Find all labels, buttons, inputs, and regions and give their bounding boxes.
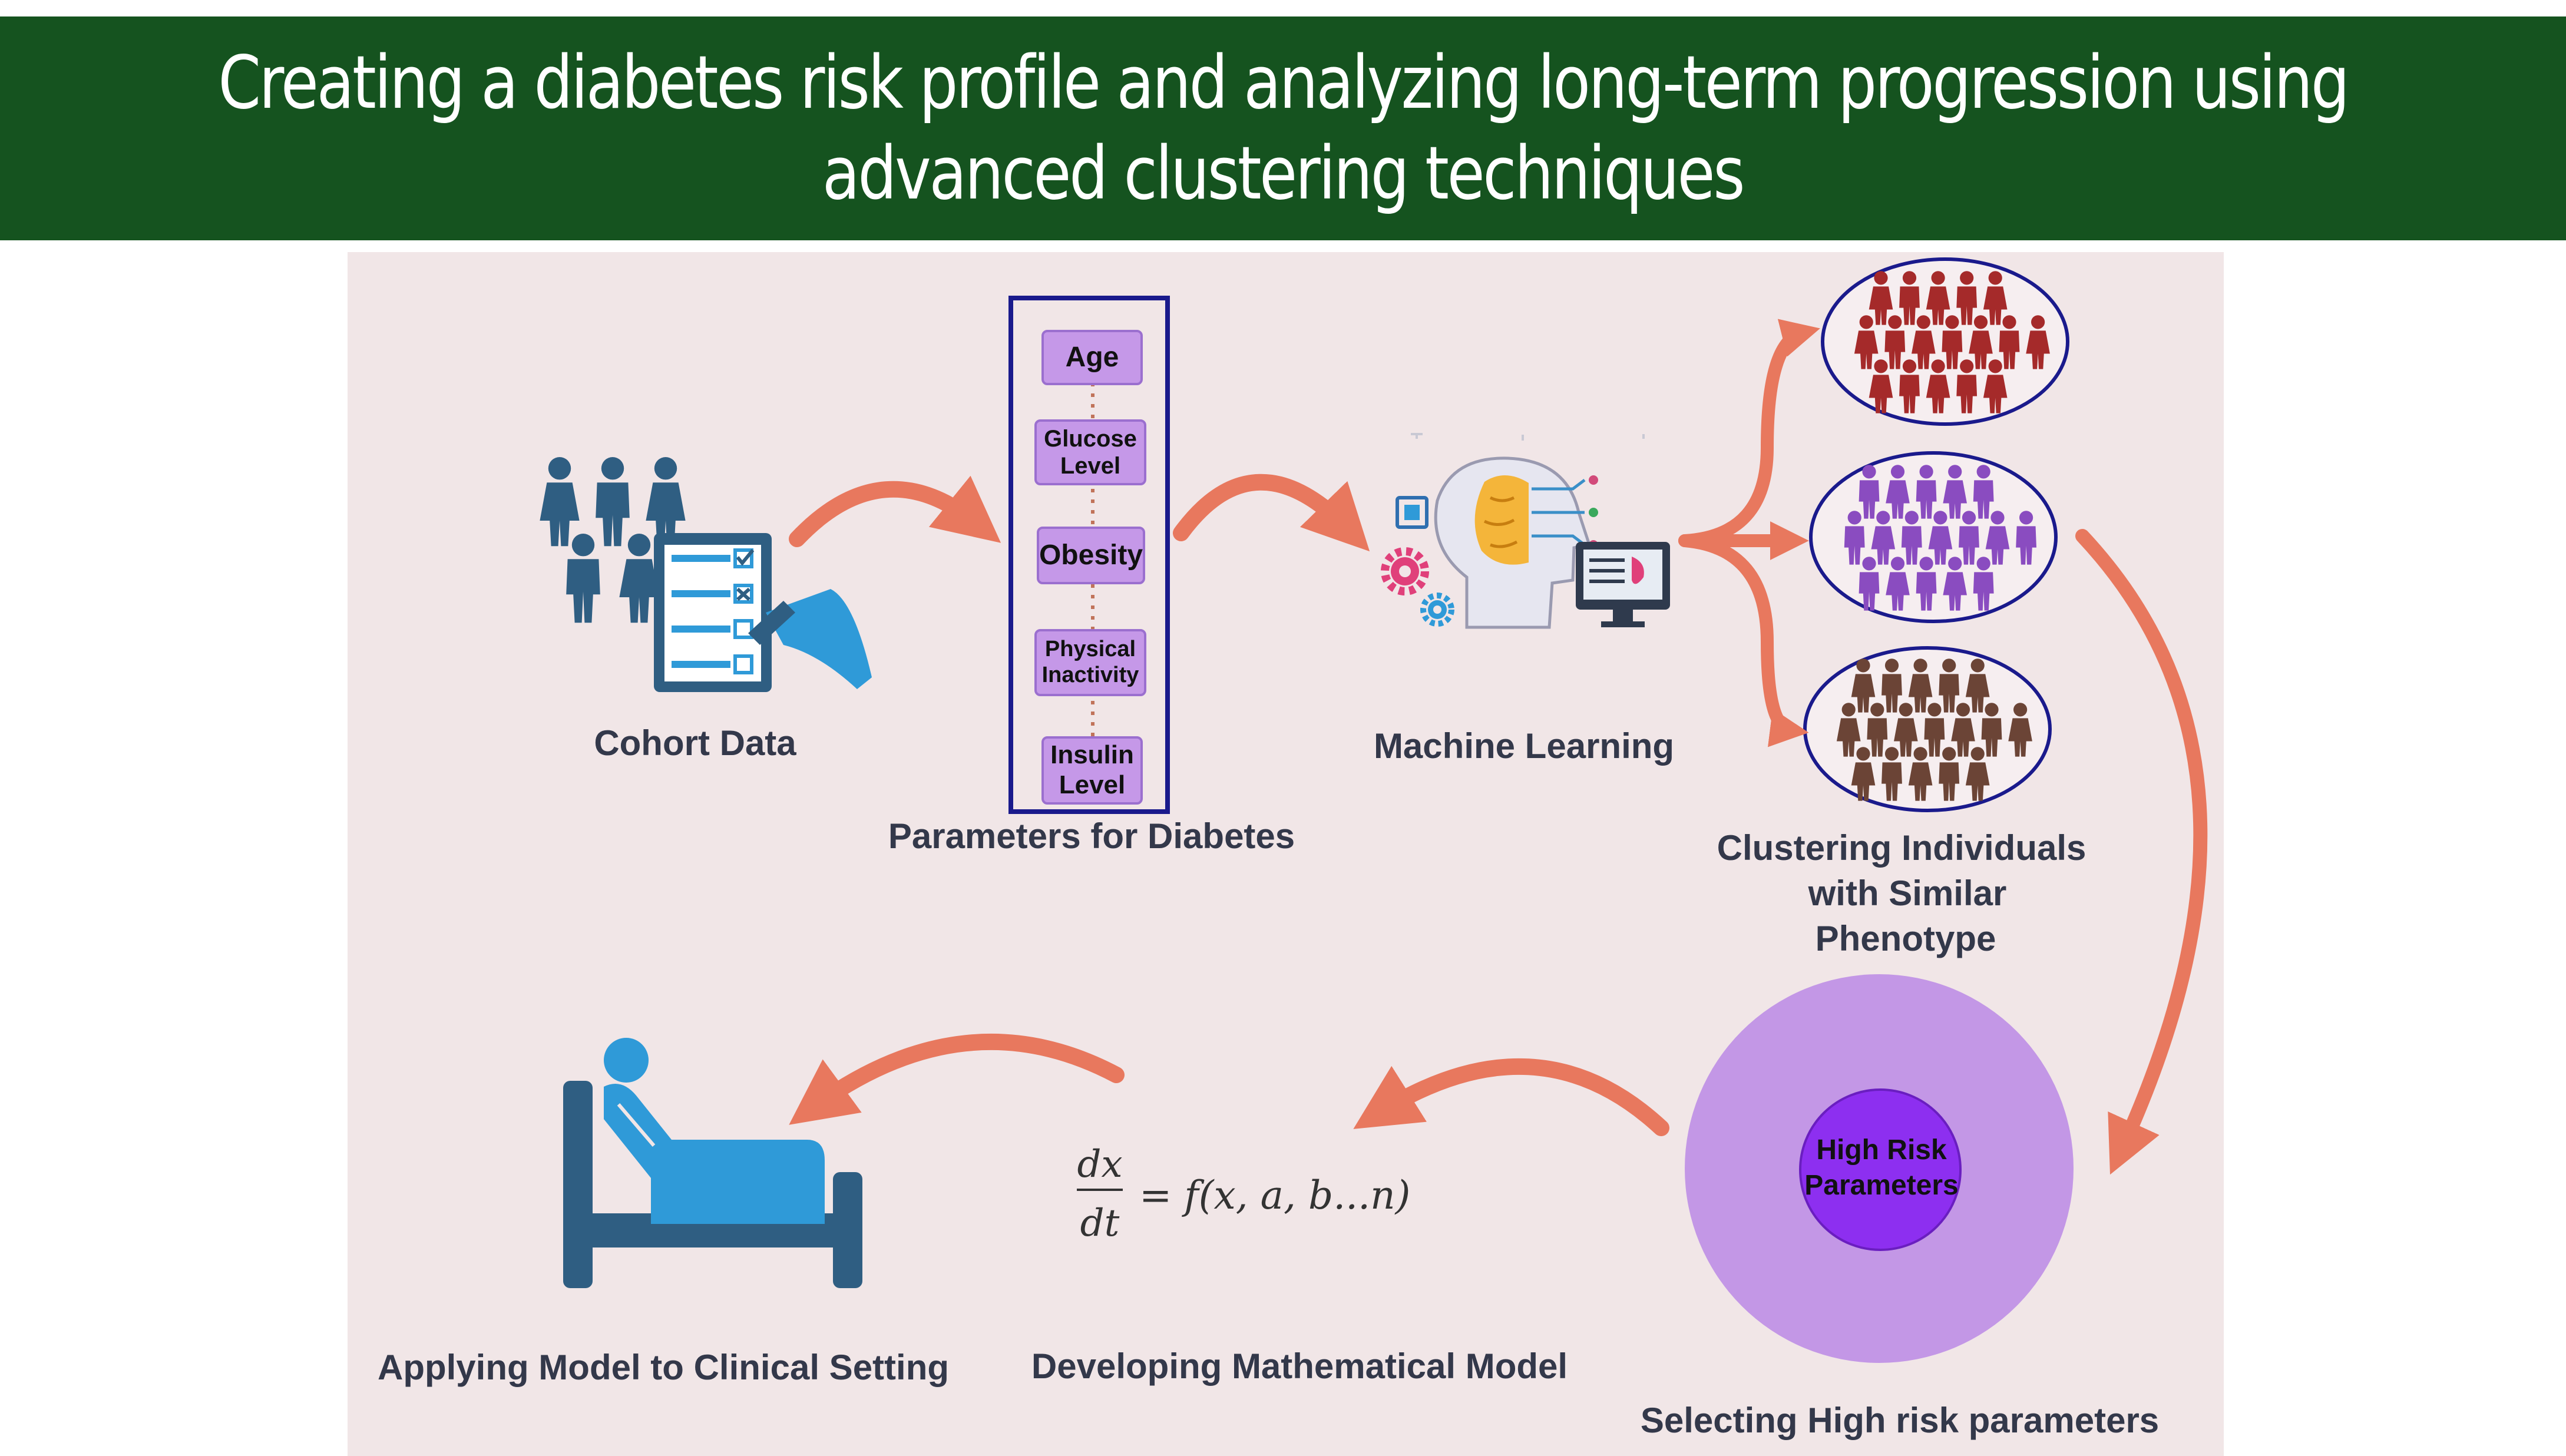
- differential-equation: dx dt = f(x, a, b...n): [1077, 1143, 1410, 1245]
- label-applying-clinical: Applying Model to Clinical Setting: [378, 1348, 949, 1387]
- arrow-parameters-to-ml: [1173, 474, 1370, 552]
- parameter-physical-inactivity: Physical Inactivity: [1034, 629, 1146, 696]
- gear-icon: [1381, 547, 1454, 627]
- label-clustering: Clustering Individuals with Similar Phen…: [1717, 828, 2086, 958]
- arrow-cohort-to-parameters: [789, 475, 1001, 547]
- parameter-obesity: Obesity: [1037, 527, 1145, 584]
- parameter-glucose-line-1: Glucose: [1044, 426, 1137, 452]
- label-clustering-line-2: with Similar: [1808, 873, 2007, 913]
- title-line-1: Creating a diabetes risk profile and ana…: [218, 41, 2350, 125]
- parameter-obesity-label: Obesity: [1039, 540, 1143, 571]
- high-risk-line-1: High Risk: [1816, 1134, 1947, 1166]
- flow-arrows: [789, 319, 2208, 1175]
- parameter-glucose-level: Glucose Level: [1034, 419, 1146, 485]
- parameter-physical-line-2: Inactivity: [1041, 663, 1139, 687]
- parameters-frame: [1008, 296, 1170, 814]
- equation-denominator: dt: [1080, 1202, 1120, 1245]
- parameter-age-label: Age: [1065, 342, 1119, 373]
- parameter-insulin-line-2: Level: [1059, 770, 1126, 799]
- parameter-physical-line-1: Physical: [1044, 637, 1136, 662]
- title-banner: Creating a diabetes risk profile and ana…: [0, 16, 2566, 240]
- high-risk-circle: [1799, 1088, 1962, 1251]
- arrow-selection-to-model: [1353, 1058, 1669, 1136]
- clipboard-checklist-icon: [654, 533, 872, 692]
- label-machine-learning: Machine Learning: [1374, 726, 1674, 766]
- label-developing-model: Developing Mathematical Model: [1031, 1346, 1568, 1386]
- equation-numerator: dx: [1077, 1143, 1122, 1186]
- label-selecting-high-risk: Selecting High risk parameters: [1641, 1401, 2159, 1440]
- patient-bed-icon: [563, 1038, 862, 1288]
- parameter-insulin-line-1: Insulin: [1050, 740, 1134, 770]
- arrow-ml-to-cluster-1: [1678, 319, 1820, 547]
- arrow-model-to-clinical: [789, 1034, 1125, 1125]
- parameter-age: Age: [1041, 330, 1143, 385]
- label-cohort-data: Cohort Data: [594, 723, 796, 763]
- label-clustering-line-3: Phenotype: [1816, 919, 1996, 958]
- monitor-icon: [1576, 542, 1670, 627]
- arrow-clusters-to-selection: [2075, 529, 2208, 1175]
- label-parameters-for-diabetes: Parameters for Diabetes: [888, 816, 1295, 856]
- high-risk-line-2: Parameters: [1804, 1170, 1959, 1201]
- label-clustering-line-1: Clustering Individuals: [1717, 828, 2086, 868]
- equation-rhs: = f(x, a, b...n): [1139, 1173, 1410, 1218]
- arrow-ml-to-cluster-3: [1678, 534, 1809, 747]
- parameter-insulin-level: Insulin Level: [1041, 736, 1143, 805]
- parameter-glucose-line-2: Level: [1060, 453, 1121, 479]
- title-line-2: advanced clustering techniques: [822, 131, 1745, 216]
